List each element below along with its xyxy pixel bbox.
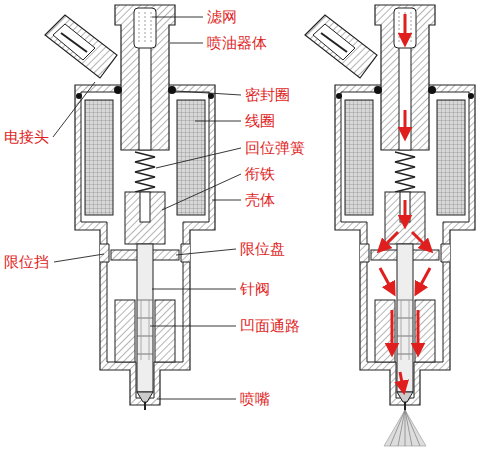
- part-label: 滤网: [207, 8, 237, 26]
- part-label: 限位盘: [240, 240, 285, 258]
- part-label: 喷嘴: [240, 390, 270, 408]
- injector-section: [45, 5, 215, 410]
- part-label: 凹面通路: [240, 317, 300, 335]
- part-label: 针阀: [240, 280, 270, 298]
- fuel-flow-arrows: [380, 14, 430, 388]
- part-label: 密封圈: [245, 86, 290, 104]
- injector-section-flow: [305, 5, 475, 410]
- part-label: 回位弹簧: [245, 139, 305, 157]
- fuel-spray: [384, 410, 426, 446]
- part-label: 线圈: [245, 112, 275, 130]
- part-label: 喷油器体: [207, 34, 267, 52]
- part-label: 电接头: [4, 128, 49, 146]
- part-label: 限位挡: [4, 253, 49, 271]
- part-label: 壳体: [245, 191, 275, 209]
- leader-lines: [53, 17, 241, 399]
- part-label: 衔铁: [245, 165, 275, 183]
